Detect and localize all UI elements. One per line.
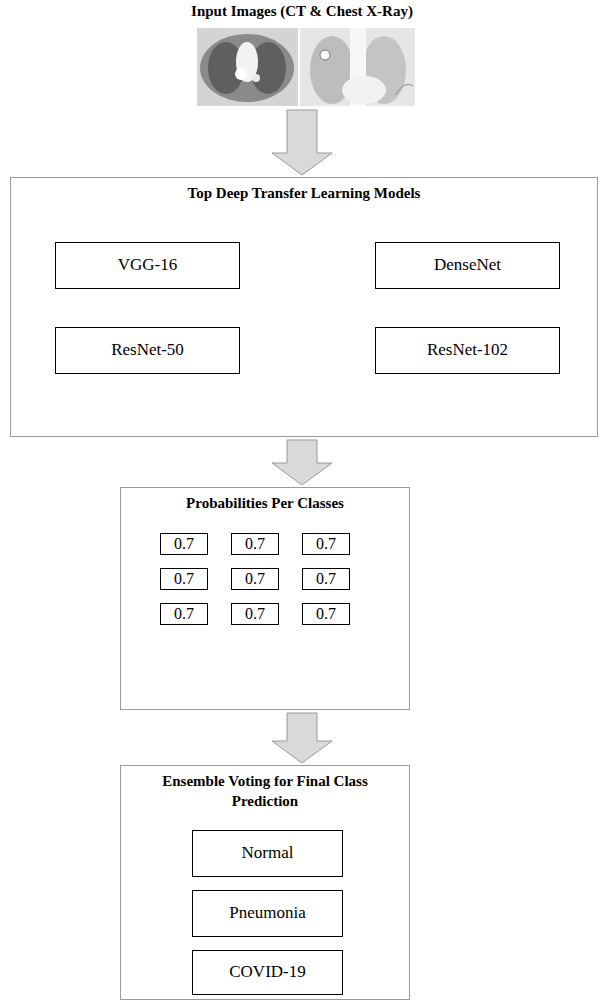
- probability-cell: 0.7: [231, 603, 279, 625]
- box-label: 0.7: [245, 605, 265, 623]
- panel-heading: Ensemble Voting for Final Class Predicti…: [150, 766, 380, 811]
- probability-cell: 0.7: [302, 533, 350, 555]
- panel-heading: Top Deep Transfer Learning Models: [24, 178, 584, 204]
- xray-image: [300, 28, 415, 106]
- group-panel: Top Deep Transfer Learning ModelsVGG-16 D…: [10, 177, 598, 437]
- probability-cell: 0.7: [302, 568, 350, 590]
- model-box: VGG-16: [55, 242, 240, 289]
- model-box: ResNet-102: [375, 327, 560, 374]
- box-label: Pneumonia: [229, 904, 306, 923]
- block-arrow: [272, 110, 332, 175]
- box-label: Normal: [242, 844, 294, 863]
- box-label: ResNet-50: [111, 341, 184, 360]
- group-panel: Probabilities Per Classes 0.7 0.7 0.7 0.7 0.7…: [120, 487, 410, 710]
- probability-cell: 0.7: [160, 603, 208, 625]
- box-label: 0.7: [174, 570, 194, 588]
- box-label: 0.7: [174, 535, 194, 553]
- block-arrow: [272, 440, 332, 485]
- panel-heading: Probabilities Per Classes: [135, 488, 395, 514]
- box-label: DenseNet: [434, 256, 501, 275]
- box-label: VGG-16: [118, 256, 178, 275]
- box-label: 0.7: [174, 605, 194, 623]
- probability-cell: 0.7: [302, 603, 350, 625]
- probability-cell: 0.7: [231, 568, 279, 590]
- box-label: 0.7: [245, 535, 265, 553]
- box-label: 0.7: [245, 570, 265, 588]
- box-label: 0.7: [316, 570, 336, 588]
- box-label: 0.7: [316, 535, 336, 553]
- figure-title: Input Images (CT & Chest X-Ray): [0, 3, 604, 20]
- probability-cell: 0.7: [231, 533, 279, 555]
- box-label: COVID-19: [229, 963, 306, 982]
- group-panel: Ensemble Voting for Final Class Predicti…: [120, 765, 410, 1000]
- ct-image: [197, 28, 298, 106]
- block-arrow: [272, 713, 332, 763]
- model-box: Pneumonia: [192, 890, 343, 937]
- box-label: 0.7: [316, 605, 336, 623]
- model-box: COVID-19: [192, 950, 343, 995]
- model-box: ResNet-50: [55, 327, 240, 374]
- probability-cell: 0.7: [160, 533, 208, 555]
- model-box: Normal: [192, 830, 343, 877]
- box-label: ResNet-102: [427, 341, 508, 360]
- model-box: DenseNet: [375, 242, 560, 289]
- probability-cell: 0.7: [160, 568, 208, 590]
